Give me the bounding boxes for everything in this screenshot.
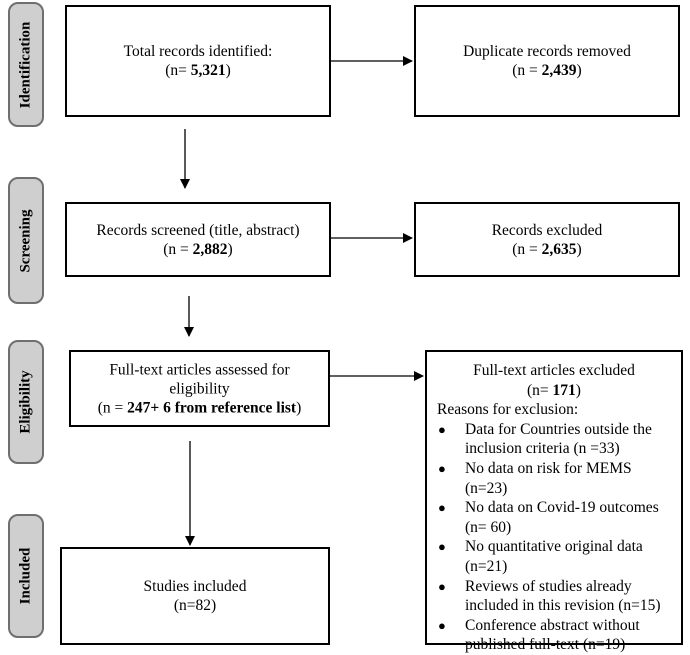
- phase-screening: Screening: [8, 177, 44, 304]
- bullet-icon: ●: [438, 500, 446, 516]
- included-box: Studies included (n=82): [60, 547, 330, 645]
- bullet-icon: ●: [438, 578, 446, 594]
- fulltext-excluded-title: Full-text articles excluded: [473, 362, 635, 379]
- excluded-count: (n = 2,635): [512, 240, 582, 258]
- fulltext-assessed-line2: eligibility: [169, 380, 230, 397]
- exclusion-reasons-title: Reasons for exclusion:: [437, 401, 579, 419]
- screened-title: Records screened (title, abstract): [96, 221, 300, 239]
- screened-box: Records screened (title, abstract) (n = …: [65, 202, 331, 277]
- exclusion-reason: ●No quantitative original data(n=21): [438, 538, 643, 575]
- bullet-icon: ●: [438, 539, 446, 555]
- included-count: (n=82): [173, 597, 217, 614]
- excluded-title: Records excluded: [491, 221, 603, 239]
- screened-count: (n = 2,882): [163, 240, 233, 258]
- excluded-box: Records excluded (n = 2,635): [414, 202, 680, 277]
- bullet-icon: ●: [438, 460, 446, 476]
- prisma-flow-diagram: Identification Screening Eligibility Inc…: [8, 0, 690, 654]
- phase-eligibility: Eligibility: [8, 340, 44, 464]
- included-title: Studies included: [143, 578, 247, 595]
- fulltext-assessed-count: (n = 247+ 6 from reference list): [97, 399, 302, 416]
- flow-arrows: [180, 56, 424, 546]
- total-records-box: Total records identified: (n= 5,321): [65, 5, 331, 117]
- duplicates-count: (n = 2,439): [512, 62, 582, 79]
- fulltext-excluded-box: Full-text articles excluded (n= 171) Rea…: [425, 350, 683, 653]
- phase-identification: Identification: [8, 2, 44, 127]
- fulltext-assessed-box: Full-text articles assessed for eligibil…: [69, 350, 330, 427]
- total-records-count: (n= 5,321): [165, 62, 231, 79]
- exclusion-reason: ●No data on Covid-19 outcomes(n= 60): [438, 499, 659, 536]
- bullet-icon: ●: [438, 421, 446, 437]
- fulltext-assessed-line1: Full-text articles assessed for: [109, 361, 290, 378]
- duplicates-title: Duplicate records removed: [463, 43, 631, 60]
- phase-included: Included: [8, 514, 44, 638]
- fulltext-excluded-count: (n= 171): [527, 381, 581, 399]
- bullet-icon: ●: [438, 617, 446, 633]
- total-records-title: Total records identified:: [123, 43, 273, 60]
- exclusion-reason: ●No data on risk for MEMS(n=23): [438, 459, 632, 497]
- duplicates-box: Duplicate records removed (n = 2,439): [414, 5, 680, 117]
